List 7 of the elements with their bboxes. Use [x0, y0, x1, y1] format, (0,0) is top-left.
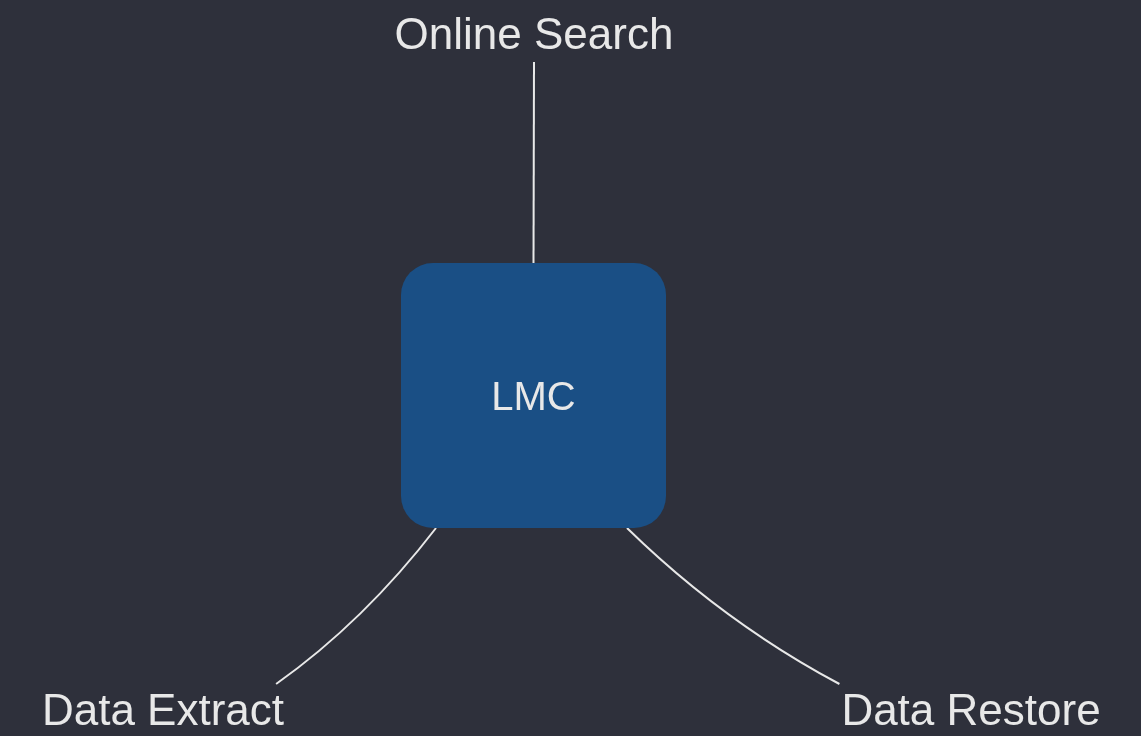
node-label: Data Extract	[18, 684, 308, 736]
node-label: Data Restore	[818, 684, 1124, 736]
connector-line	[532, 61, 535, 264]
connector-line	[626, 527, 841, 685]
node-label: Online Search	[370, 6, 698, 62]
connector-line	[275, 527, 437, 685]
process-box: LMC	[401, 263, 666, 528]
